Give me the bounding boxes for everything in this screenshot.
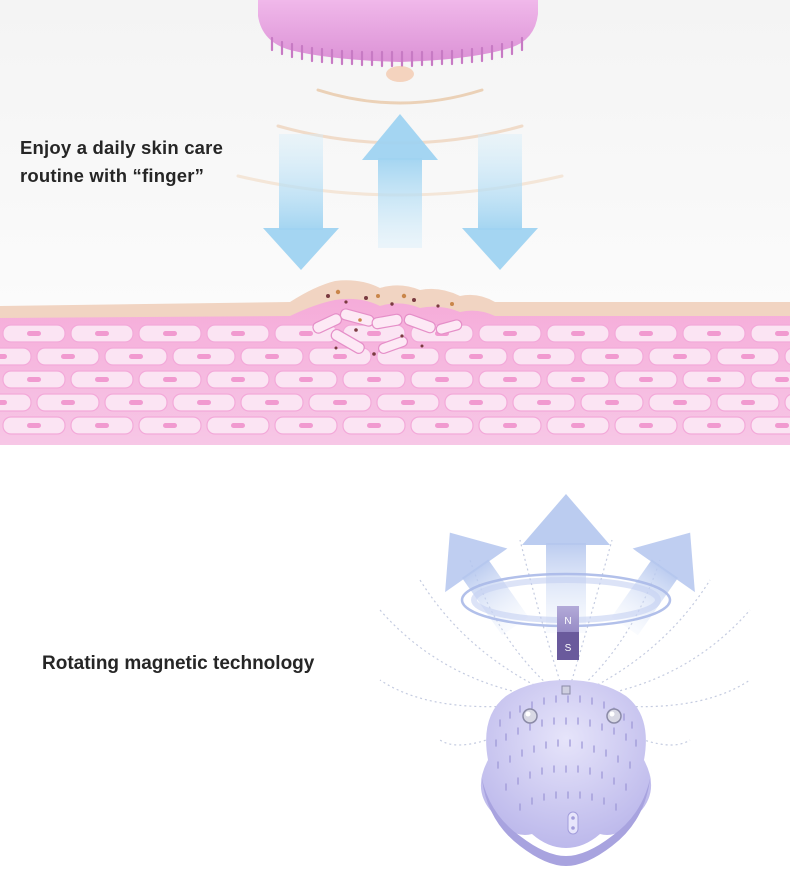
magnetic-device-illustration: N S: [379, 494, 751, 866]
skin-care-caption-line2: routine with “finger”: [20, 165, 205, 186]
up-arrow-center-icon: [362, 114, 438, 248]
skin-care-caption: Enjoy a daily skin care routine with “fi…: [20, 134, 223, 190]
magnetic-studs: [522, 685, 622, 724]
down-arrow-right-icon: [462, 134, 538, 270]
power-button: [567, 811, 579, 835]
cleansing-brush-head: [258, 0, 538, 82]
magnetic-technology-caption: Rotating magnetic technology: [42, 653, 315, 674]
magnet-south-label: S: [565, 643, 572, 654]
cleansing-device: [480, 680, 652, 866]
down-arrow-left-icon: [263, 134, 339, 270]
magnetic-technology-panel: N S: [0, 445, 790, 869]
up-right-arrow-icon: [611, 532, 695, 636]
magnet-bar: N S: [557, 606, 579, 660]
skin-cross-section: [0, 280, 790, 445]
magnet-north-label: N: [564, 616, 571, 627]
skin-care-caption-line1: Enjoy a daily skin care: [20, 137, 224, 158]
skin-cleansing-illustration: [0, 0, 790, 445]
skin-care-panel: Enjoy a daily skin care routine with “fi…: [0, 0, 790, 445]
